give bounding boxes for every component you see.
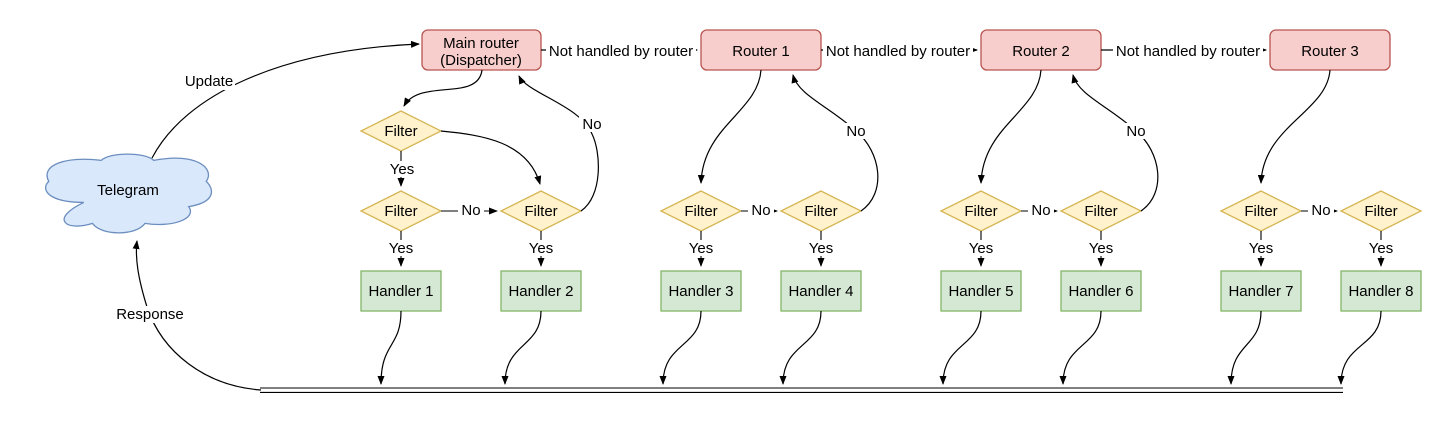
not-handled-label-3: Not handled by router	[1116, 43, 1260, 60]
edge-handler-4-out	[779, 310, 822, 385]
yes-edge-label: Yes	[809, 240, 833, 257]
main-router-label-line2: (Dispatcher)	[440, 52, 522, 69]
yes-edge-label: Yes	[529, 240, 553, 257]
yes-edge-label: Yes	[1249, 240, 1273, 257]
handler-2-label: Handler 2	[508, 283, 573, 300]
filter-label: Filter	[524, 203, 557, 220]
handler-1-label: Handler 1	[368, 283, 433, 300]
no-edge-label: No	[1311, 202, 1330, 219]
router-nodes-group	[421, 29, 1391, 71]
handler-7-node	[1220, 270, 1302, 312]
edge-handler-3-out	[659, 310, 702, 385]
handler-5-label: Handler 5	[948, 283, 1013, 300]
edge-update	[151, 40, 420, 159]
no-return-label-r2: No	[1126, 123, 1145, 140]
telegram-cloud	[44, 153, 213, 234]
edge-main-to-filter1	[403, 69, 483, 107]
filter-label: Filter	[1364, 203, 1397, 220]
edge-handler-6-out	[1059, 310, 1102, 385]
handler-6-label: Handler 6	[1068, 283, 1133, 300]
edge-filter3-no-to-main	[518, 75, 599, 212]
filter-node-r3-2	[1339, 190, 1423, 232]
response-edge-label: Response	[116, 306, 184, 323]
yes-edge-label: Yes	[389, 240, 413, 257]
filter-label: Filter	[384, 203, 417, 220]
handler-4-node	[780, 270, 862, 312]
main-router-label-line1: Main router	[443, 35, 519, 52]
handler-8-label: Handler 8	[1348, 283, 1413, 300]
handler-4-label: Handler 4	[788, 283, 853, 300]
handler-2-node	[500, 270, 582, 312]
handler-1-node	[360, 270, 442, 312]
edge-router2-to-filter	[977, 69, 1042, 184]
router-3-label: Router 3	[1301, 43, 1359, 60]
no-edge-label: No	[751, 202, 770, 219]
cloud-shape-group	[44, 153, 213, 234]
yes-edge-label: Yes	[1089, 240, 1113, 257]
edge-handler-2-out	[501, 310, 542, 385]
not-handled-label-1: Not handled by router	[549, 43, 693, 60]
no-return-label-main: No	[582, 116, 601, 133]
no-return-label-r1: No	[846, 123, 865, 140]
filter-label: Filter	[1084, 203, 1117, 220]
update-edge-label: Update	[185, 73, 233, 90]
filter-label: Filter	[804, 203, 837, 220]
edge-handler-8-out	[1337, 310, 1382, 385]
handler-3-node	[660, 270, 742, 312]
telegram-label: Telegram	[97, 182, 159, 199]
not-handled-label-2: Not handled by router	[826, 43, 970, 60]
router-1-label: Router 1	[732, 43, 790, 60]
filter-label: Filter	[684, 203, 717, 220]
yes-edge-label: Yes	[969, 240, 993, 257]
no-edge-label: No	[1031, 202, 1050, 219]
filter-label: Filter	[1244, 203, 1277, 220]
edge-label-backgrounds	[113, 42, 1396, 323]
edge-router1-to-filter	[697, 69, 762, 184]
filter-label: Filter	[384, 123, 417, 140]
router-2-label: Router 2	[1012, 43, 1070, 60]
edge-handler-7-out	[1227, 310, 1262, 385]
edge-handler-1-out	[377, 310, 402, 385]
filter-nodes-group	[359, 110, 1423, 232]
handler-7-label: Handler 7	[1228, 283, 1293, 300]
edge-filter-no-to-router2	[1071, 74, 1159, 212]
edge-handler-5-out	[939, 310, 982, 385]
yes-edge-label: Yes	[689, 240, 713, 257]
no-edge-label: No	[461, 202, 480, 219]
labels-group: Telegram Main router (Dispatcher) Router…	[97, 35, 1413, 323]
handler-6-node	[1060, 270, 1142, 312]
handler-8-node	[1340, 270, 1422, 312]
filter-label: Filter	[964, 203, 997, 220]
handler-3-label: Handler 3	[668, 283, 733, 300]
yes-edge-label: Yes	[390, 161, 414, 178]
yes-edge-label: Yes	[1369, 240, 1393, 257]
edge-router3-to-filter	[1257, 69, 1331, 184]
edge-filter1-no-to-filter3	[440, 130, 542, 185]
edge-filter-no-to-router1	[791, 74, 879, 212]
